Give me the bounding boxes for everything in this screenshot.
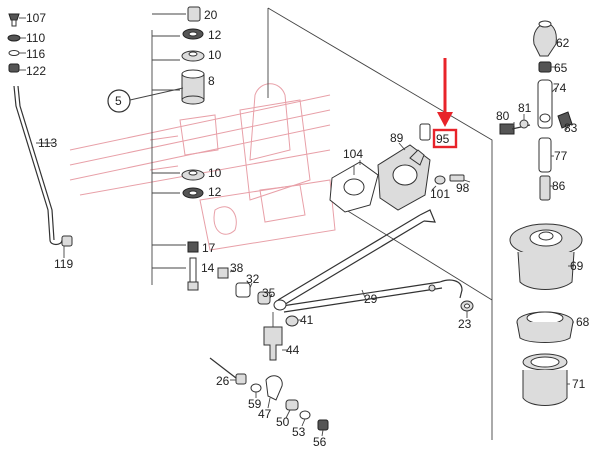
label-17[interactable]: 17 bbox=[202, 241, 216, 255]
label-95[interactable]: 95 bbox=[436, 132, 450, 146]
highlighted-callout-95[interactable] bbox=[432, 128, 458, 149]
label-38[interactable]: 38 bbox=[230, 261, 244, 275]
label-116[interactable]: 116 bbox=[26, 47, 45, 61]
shift-lever-assembly bbox=[499, 20, 573, 201]
label-68[interactable]: 68 bbox=[576, 315, 590, 329]
label-32[interactable]: 32 bbox=[246, 272, 260, 286]
label-10-top[interactable]: 10 bbox=[208, 48, 222, 62]
group-outline bbox=[267, 7, 493, 440]
label-10-bottom[interactable]: 10 bbox=[208, 166, 222, 180]
linkage-rod-113 bbox=[13, 85, 73, 247]
label-59[interactable]: 59 bbox=[248, 397, 262, 411]
label-23[interactable]: 23 bbox=[458, 317, 472, 331]
shift-boot-69 bbox=[509, 223, 583, 290]
label-77[interactable]: 77 bbox=[554, 149, 568, 163]
label-47[interactable]: 47 bbox=[258, 407, 272, 421]
label-65[interactable]: 65 bbox=[554, 61, 568, 75]
label-104[interactable]: 104 bbox=[343, 147, 363, 161]
label-8[interactable]: 8 bbox=[208, 74, 215, 88]
label-110[interactable]: 110 bbox=[26, 31, 45, 45]
callout-labels: 107 110 116 122 113 119 20 12 10 8 5 10 … bbox=[26, 8, 590, 449]
label-50[interactable]: 50 bbox=[276, 415, 290, 429]
label-56[interactable]: 56 bbox=[313, 435, 327, 449]
label-29[interactable]: 29 bbox=[364, 292, 378, 306]
label-113[interactable]: 113 bbox=[38, 136, 57, 150]
label-101[interactable]: 101 bbox=[430, 187, 450, 201]
label-98[interactable]: 98 bbox=[456, 181, 470, 195]
label-122[interactable]: 122 bbox=[26, 64, 46, 78]
label-12-bottom[interactable]: 12 bbox=[208, 185, 222, 199]
label-80[interactable]: 80 bbox=[496, 109, 510, 123]
rod-end-hardware bbox=[209, 357, 329, 431]
label-71[interactable]: 71 bbox=[572, 377, 586, 391]
leader-lines bbox=[36, 41, 574, 437]
label-119[interactable]: 119 bbox=[54, 257, 73, 271]
label-81[interactable]: 81 bbox=[518, 101, 532, 115]
red-arrow-indicator bbox=[437, 58, 453, 127]
label-41[interactable]: 41 bbox=[300, 313, 314, 327]
background-transmission-sketch bbox=[69, 83, 336, 251]
label-83[interactable]: 83 bbox=[564, 121, 578, 135]
label-35[interactable]: 35 bbox=[262, 286, 276, 300]
boot-ring-68 bbox=[516, 311, 574, 343]
bracket-44 bbox=[263, 312, 283, 361]
label-74[interactable]: 74 bbox=[553, 81, 567, 95]
boot-base-71 bbox=[522, 353, 568, 406]
shift-housing-group bbox=[329, 123, 465, 213]
pivot-hardware bbox=[217, 267, 299, 327]
label-5-circle[interactable]: 5 bbox=[115, 94, 122, 108]
label-107[interactable]: 107 bbox=[26, 11, 46, 25]
bushing-stack bbox=[151, 6, 205, 291]
label-89[interactable]: 89 bbox=[390, 131, 404, 145]
label-44[interactable]: 44 bbox=[286, 343, 300, 357]
label-62[interactable]: 62 bbox=[556, 36, 570, 50]
label-86[interactable]: 86 bbox=[552, 179, 566, 193]
label-53[interactable]: 53 bbox=[292, 425, 306, 439]
label-20[interactable]: 20 bbox=[204, 8, 218, 22]
label-26[interactable]: 26 bbox=[216, 374, 230, 388]
label-14[interactable]: 14 bbox=[201, 261, 215, 275]
shift-linkage-29 bbox=[273, 209, 474, 313]
callout-circle-5[interactable] bbox=[107, 87, 184, 113]
label-69[interactable]: 69 bbox=[570, 259, 584, 273]
rod-hardware-stack bbox=[7, 13, 26, 73]
label-12-top[interactable]: 12 bbox=[208, 28, 222, 42]
